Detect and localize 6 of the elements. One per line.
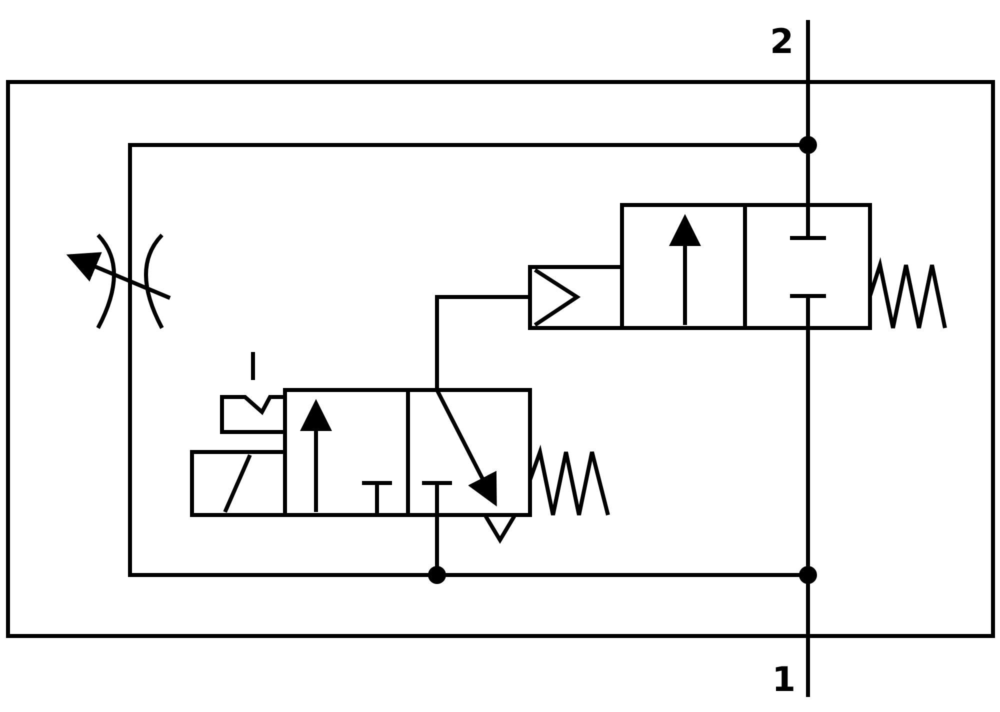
port-number: 2 [770, 24, 794, 60]
port-number: 1 [772, 662, 796, 698]
pilot-valve-drawing [528, 203, 947, 330]
solenoid-valve-drawing [190, 352, 610, 544]
throttle-valve-symbol [66, 234, 171, 329]
pilot-line [435, 295, 530, 390]
